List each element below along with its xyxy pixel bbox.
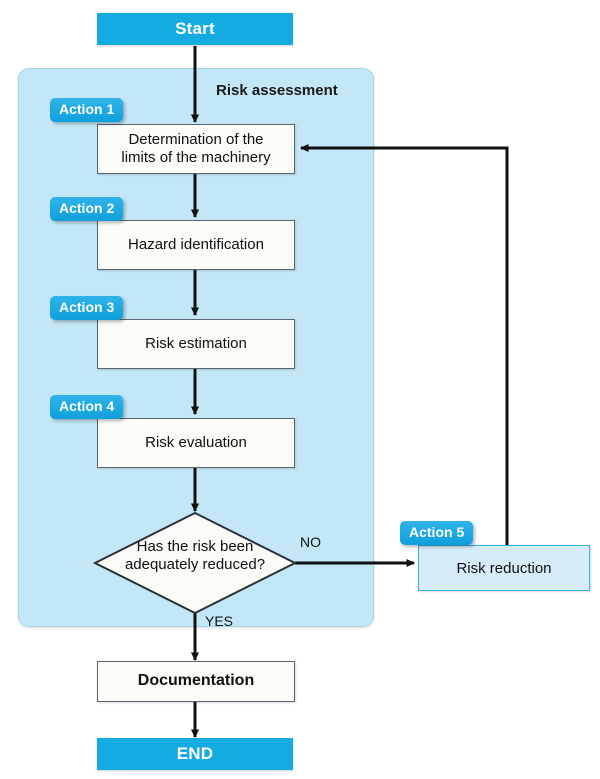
end-terminator[interactable]: END bbox=[97, 738, 293, 770]
process-hazard-identification[interactable]: Hazard identification bbox=[97, 220, 295, 270]
process-risk-reduction[interactable]: Risk reduction bbox=[418, 545, 590, 591]
badge-action-2[interactable]: Action 2 bbox=[50, 197, 124, 221]
decision-line-1: Has the risk been bbox=[136, 538, 254, 555]
decision-label: Has the risk been adequately reduced? bbox=[95, 538, 295, 574]
decision-line-2: adequately reduced? bbox=[124, 556, 266, 573]
branch-label-yes: YES bbox=[205, 613, 234, 629]
badge-action-4[interactable]: Action 4 bbox=[50, 395, 124, 419]
process-risk-evaluation[interactable]: Risk evaluation bbox=[97, 418, 295, 468]
process-documentation[interactable]: Documentation bbox=[97, 661, 295, 702]
risk-assessment-title: Risk assessment bbox=[216, 82, 338, 99]
branch-label-no: NO bbox=[300, 534, 321, 550]
start-terminator[interactable]: Start bbox=[97, 13, 293, 45]
process-line-2: limits of the machinery bbox=[121, 149, 271, 166]
badge-action-5[interactable]: Action 5 bbox=[400, 521, 474, 545]
badge-action-3[interactable]: Action 3 bbox=[50, 296, 124, 320]
process-line-1: Determination of the bbox=[128, 131, 264, 149]
process-determination-of-limits[interactable]: Determination of the limits of the machi… bbox=[97, 124, 295, 174]
process-risk-estimation[interactable]: Risk estimation bbox=[97, 319, 295, 369]
badge-action-1[interactable]: Action 1 bbox=[50, 98, 124, 122]
